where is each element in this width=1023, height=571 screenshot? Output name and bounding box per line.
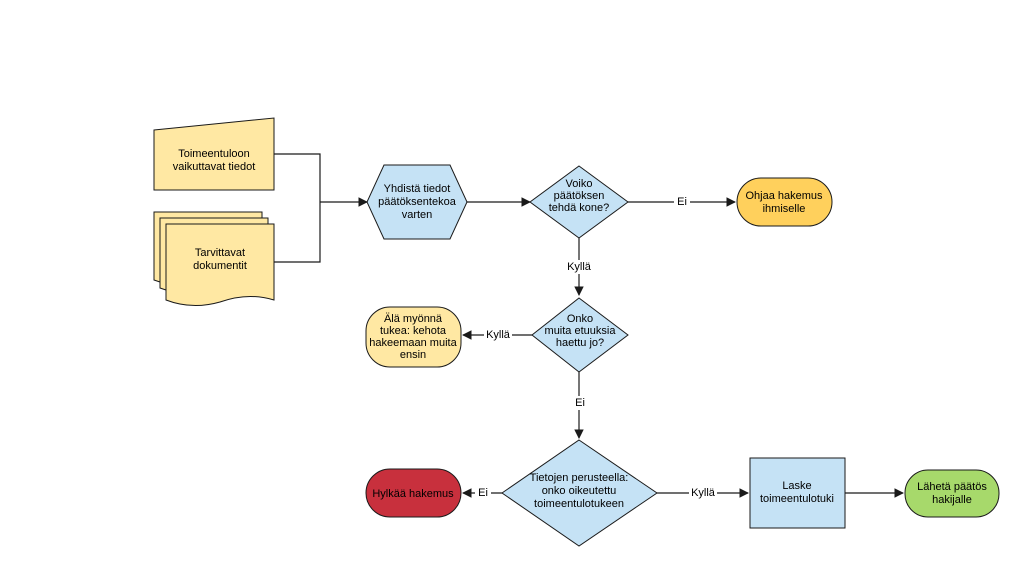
decision-other-node: Onko muita etuuksia haettu jo?: [531, 297, 629, 373]
terminal-shape: [365, 306, 462, 368]
manual-input-shape: [153, 117, 275, 191]
svg-text:Kyllä: Kyllä: [691, 487, 716, 499]
decision-other-line-3: haettu jo?: [556, 337, 604, 349]
document-shape-front: [165, 223, 275, 306]
decision-other-line-1: Onko: [567, 313, 593, 325]
deny-other-line-1: Älä myönnä: [384, 313, 443, 325]
decision-machine-line-3: tehdä kone?: [549, 202, 610, 214]
decision-eligible-line-2: onko oikeutettu: [542, 485, 617, 497]
reject-node: Hylkää hakemus: [365, 468, 462, 518]
calculate-line-1: Laske: [782, 480, 811, 492]
input-data-line-2: vaikuttavat tiedot: [173, 161, 256, 173]
edge-data-to-merge: [274, 153, 321, 202]
deny-other-line-2: tukea: kehota: [380, 325, 447, 337]
hexagon-shape: [366, 164, 468, 240]
edge-label-eligible-yes: Kyllä: [689, 486, 717, 500]
edge-label-other-yes: Kyllä: [484, 328, 512, 342]
deny-other-line-3: hakeemaan muita: [369, 337, 457, 349]
send-line-2: hakijalle: [932, 494, 972, 506]
to-human-line-2: ihmiselle: [763, 203, 806, 215]
svg-text:Kyllä: Kyllä: [567, 261, 592, 273]
decision-machine-line-1: Voiko: [566, 178, 593, 190]
combine-line-1: Yhdistä tiedot: [384, 183, 451, 195]
combine-line-2: päätöksentekoa: [378, 196, 457, 208]
decision-machine-line-2: päätöksen: [554, 190, 605, 202]
decision-other-line-2: muita etuuksia: [545, 325, 617, 337]
deny-other-line-4: ensin: [400, 349, 426, 361]
diamond-shape: [531, 297, 629, 373]
input-data-node: Toimeentuloon vaikuttavat tiedot: [153, 117, 275, 191]
decision-machine-node: Voiko päätöksen tehdä kone?: [529, 165, 629, 239]
decision-eligible-line-1: Tietojen perusteella:: [530, 472, 629, 484]
to-human-node: Ohjaa hakemus ihmiselle: [736, 177, 833, 227]
diamond-shape: [529, 165, 629, 239]
terminal-shape: [736, 177, 833, 227]
edge-docs-to-merge: [274, 202, 321, 263]
combine-line-3: varten: [402, 209, 433, 221]
calculate-line-2: toimeentulotuki: [760, 493, 834, 505]
edge-label-eligible-no: Ei: [475, 486, 491, 500]
terminal-shape: [904, 469, 1000, 518]
terminal-shape: [365, 468, 462, 518]
send-node: Lähetä päätös hakijalle: [904, 469, 1000, 518]
diamond-shape: [501, 439, 658, 547]
input-docs-node: Tarvittavat dokumentit: [153, 211, 275, 306]
svg-text:Ei: Ei: [575, 397, 585, 409]
input-data-line-1: Toimeentuloon: [178, 148, 250, 160]
edge-label-other-no: Ei: [572, 396, 588, 410]
input-docs-line-2: dokumentit: [193, 260, 247, 272]
edge-label-machine-no: Ei: [674, 195, 690, 209]
edge-label-machine-yes: Kyllä: [565, 260, 593, 274]
reject-line-1: Hylkää hakemus: [372, 488, 454, 500]
deny-other-node: Älä myönnä tukea: kehota hakeemaan muita…: [365, 306, 462, 368]
input-docs-line-1: Tarvittavat: [195, 247, 245, 259]
svg-text:Kyllä: Kyllä: [486, 329, 511, 341]
decision-eligible-node: Tietojen perusteella: onko oikeutettu to…: [501, 439, 658, 547]
decision-eligible-line-3: toimeentulotukeen: [534, 498, 624, 510]
combine-node: Yhdistä tiedot päätöksentekoa varten: [366, 164, 468, 240]
calculate-node: Laske toimeentulotuki: [749, 457, 846, 529]
process-shape: [749, 457, 846, 529]
svg-text:Ei: Ei: [677, 196, 687, 208]
to-human-line-1: Ohjaa hakemus: [745, 190, 823, 202]
svg-text:Ei: Ei: [478, 487, 488, 499]
send-line-1: Lähetä päätös: [917, 481, 987, 493]
